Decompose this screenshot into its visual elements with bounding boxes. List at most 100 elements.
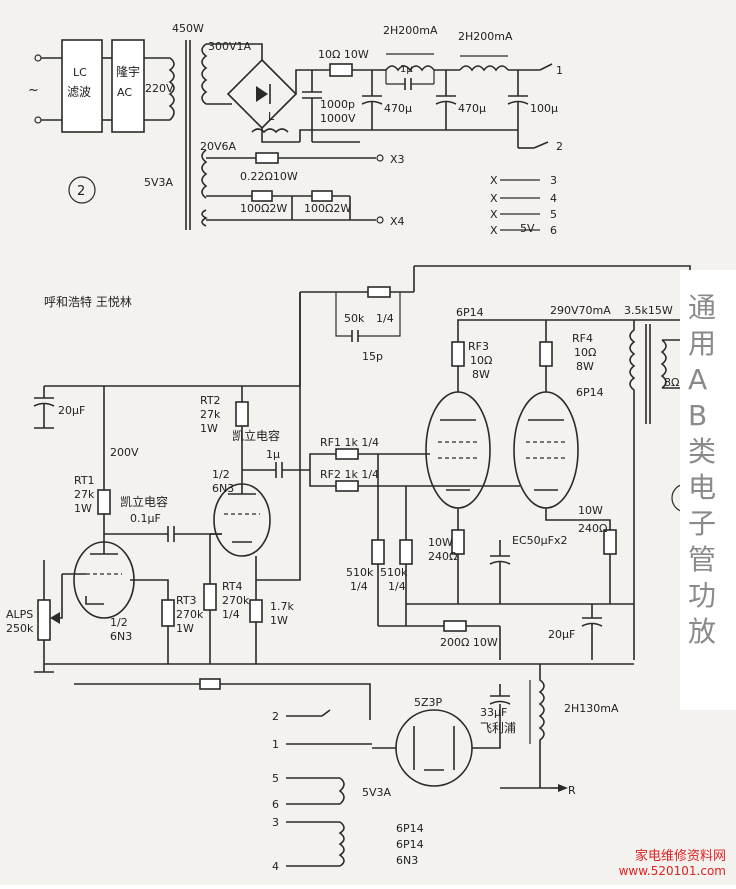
svg-text:200Ω 10W: 200Ω 10W [440,636,498,649]
choke-2h200ma-b: 2H200mA [458,30,513,72]
svg-text:270k: 270k [222,594,250,607]
res-022-label: 0.22Ω10W [240,170,298,183]
longyu-label-2: AC [117,86,132,99]
svg-text:1W: 1W [176,622,194,635]
cathode-res-240-b: 10W 240Ω [545,504,617,604]
svg-text:RF3: RF3 [468,340,489,353]
cap-20u-b: 20μF [548,604,603,660]
svg-text:27k: 27k [74,488,95,501]
cap-100u: 100μ [507,70,558,130]
cap-0.1u [104,526,222,542]
out-5v-label: 5V [520,222,535,235]
svg-text:1μ: 1μ [266,448,280,461]
svg-text:6N3: 6N3 [396,854,418,867]
svg-text:1W: 1W [200,422,218,435]
mains-input: ~ [28,54,62,124]
sec-20v6a-label: 20V6A [200,140,237,153]
svg-text:1000V: 1000V [320,112,356,125]
resistor-1.7k: 1.7k 1W [249,556,294,664]
svg-text:4: 4 [550,192,557,205]
longyu-ac-box: 隆宇 AC [111,39,145,133]
rectifier-5z3p: 5Z3P [395,696,473,787]
svg-text:5V3A: 5V3A [362,786,392,799]
svg-text:250k: 250k [6,622,34,635]
svg-text:1/4: 1/4 [350,580,368,593]
res-100-a-label: 100Ω2W [240,202,287,215]
v-200-label: 200V [110,446,139,459]
x4-label: X4 [390,215,405,228]
circle-label-2: 2 [68,176,96,204]
cap-20u-top: 20μF [33,397,85,429]
bridge-l-label: L [268,110,275,123]
svg-text:RT3: RT3 [176,594,197,607]
svg-text:RT1: RT1 [74,474,95,487]
svg-text:6P14: 6P14 [576,386,604,399]
svg-text:RF2 1k 1/4: RF2 1k 1/4 [320,468,379,481]
x-outputs: X X X X 3 4 5 6 5V [490,174,557,237]
svg-text:33μF: 33μF [480,706,507,719]
svg-text:10W: 10W [428,536,453,549]
watermark-line-1: 家电维修资料网 [634,849,726,864]
svg-text:6P14: 6P14 [396,822,424,835]
svg-text:X: X [490,174,498,187]
longyu-label-1: 隆宇 [116,64,140,79]
svg-text:2H200mA: 2H200mA [458,30,513,43]
svg-text:飞利浦: 飞利浦 [480,721,516,735]
svg-text:510k: 510k [346,566,374,579]
svg-text:2: 2 [272,710,279,723]
svg-text:20μF: 20μF [548,628,575,641]
svg-text:6N3: 6N3 [110,630,132,643]
lc-filter-box: LC 滤波 [61,39,103,133]
choke-2h200ma-a: 2H200mA 1μ [380,24,438,90]
svg-text:240Ω: 240Ω [428,550,457,563]
svg-text:8W: 8W [472,368,490,381]
x3-label: X3 [390,153,405,166]
svg-text:RF4: RF4 [572,332,593,345]
lc-filter-label-2: 滤波 [67,85,91,99]
svg-text:10Ω: 10Ω [470,354,492,367]
svg-text:15p: 15p [362,350,383,363]
side-panel [680,270,736,710]
alps-volume-pot: ALPS 250k [6,560,86,673]
res-100-b-label: 100Ω2W [304,202,351,215]
resistor-rt3: RT3 270k 1W [130,579,204,664]
sec-5v3a-label: 5V3A [144,176,174,189]
svg-text:EC50μFx2: EC50μFx2 [512,534,567,547]
svg-text:RF1 1k 1/4: RF1 1k 1/4 [320,436,379,449]
svg-text:6N3: 6N3 [212,482,234,495]
svg-text:3: 3 [272,816,279,829]
svg-text:1/4: 1/4 [388,580,406,593]
resistor-rf3: RF3 10Ω 8W [451,319,690,392]
svg-text:2: 2 [77,184,85,199]
svg-text:3.5k15W: 3.5k15W [624,304,673,317]
svg-text:3: 3 [550,174,557,187]
resistor-200r: 200Ω 10W [378,620,500,649]
svg-text:10Ω: 10Ω [574,346,596,359]
svg-text:5Z3P: 5Z3P [414,696,443,709]
cathode-res-240-a: 10W 240Ω [428,508,465,604]
svg-text:6P14: 6P14 [396,838,424,851]
author-label: 呼和浩特 王悦林 [44,294,132,309]
watermark: 家电维修资料网 www.520101.com [619,849,726,879]
svg-text:10Ω 10W: 10Ω 10W [318,48,369,61]
kaili-cap-b-label: 凯立电容 [232,428,280,443]
svg-text:270k: 270k [176,608,204,621]
svg-text:ALPS: ALPS [6,608,33,621]
svg-text:240Ω: 240Ω [578,522,607,535]
svg-text:X: X [490,208,498,221]
tube-6p14-b: 6P14 [513,386,604,509]
svg-text:6: 6 [550,224,557,237]
svg-text:470μ: 470μ [458,102,486,115]
lc-filter-label-1: LC [73,66,87,79]
cap-1000p: 1000p 1000V [302,70,356,142]
svg-text:2H200mA: 2H200mA [383,24,438,37]
tube-6n3-a: 1/2 6N3 [73,540,135,643]
svg-text:20μF: 20μF [58,404,85,417]
svg-text:1W: 1W [74,502,92,515]
svg-text:1000p: 1000p [320,98,355,111]
filament-tubes: 3 4 6P14 6P14 6N3 [272,816,424,873]
choke-2h130ma: 2H130mA [529,664,619,788]
supply-inputs: 2 1 [272,709,372,751]
